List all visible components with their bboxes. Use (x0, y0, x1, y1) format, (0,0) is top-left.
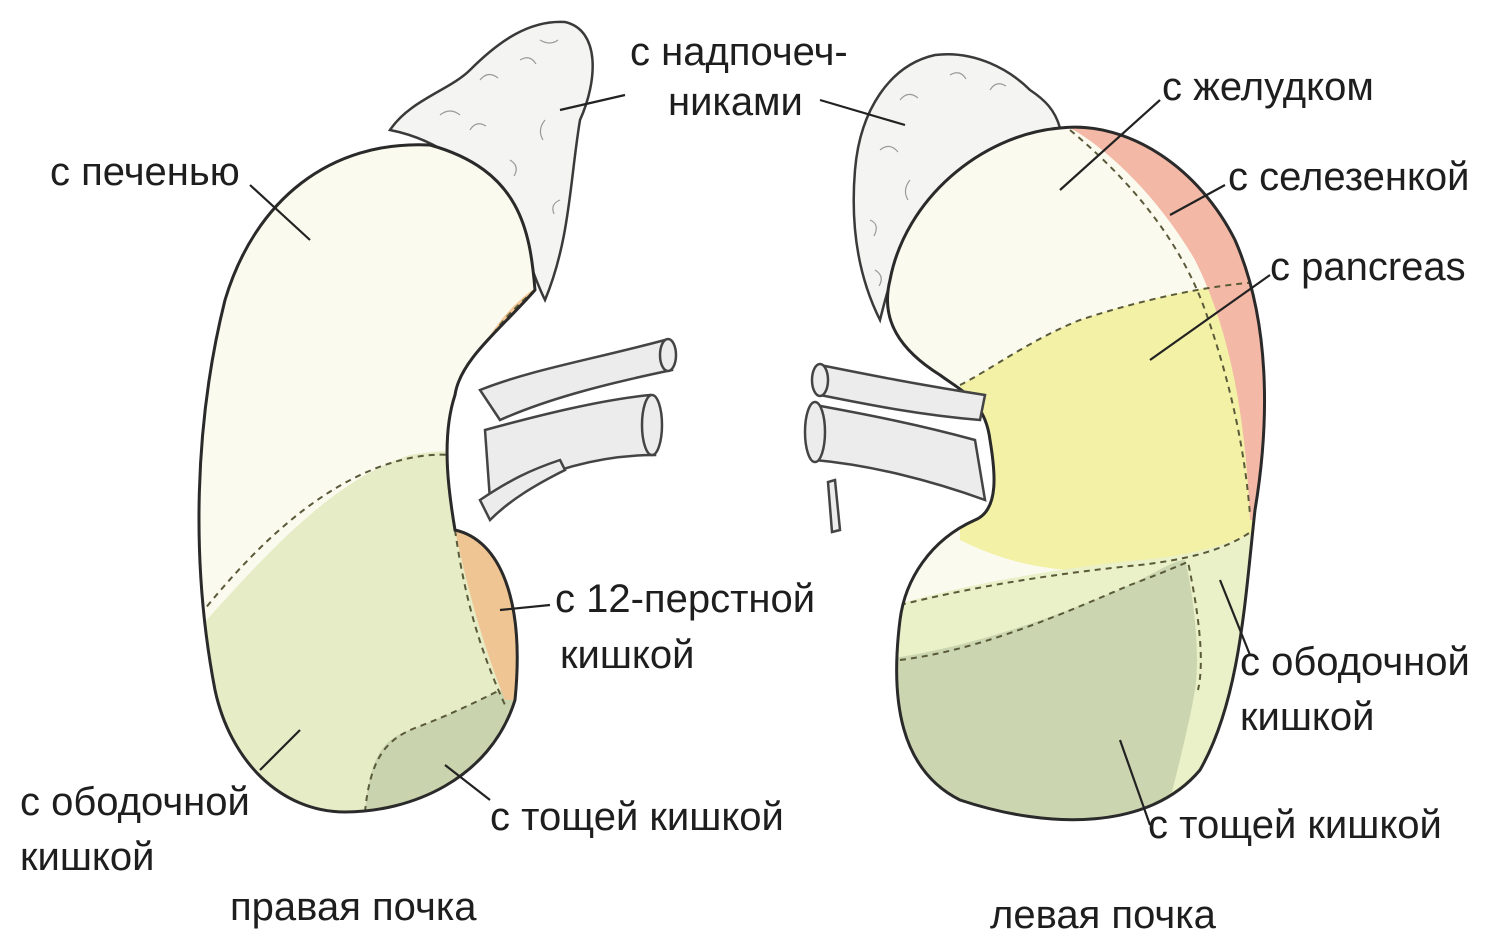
label-right-liver: с печенью (50, 150, 240, 194)
label-left-colon-line1: с ободочной (1240, 640, 1470, 684)
label-right-duodenum-line1: с 12-перстной (555, 577, 815, 621)
label-adrenal-line2: никами (668, 80, 803, 124)
label-right-colon-line2: кишкой (20, 835, 154, 879)
label-left-colon-line2: кишкой (1240, 695, 1374, 739)
label-right-duodenum-line2: кишкой (560, 633, 694, 677)
label-right-colon-line1: с ободочной (20, 780, 250, 824)
label-left-stomach: с желудком (1162, 65, 1374, 109)
label-right-kidney-title: правая почка (230, 885, 477, 929)
label-left-pancreas: с pancreas (1270, 245, 1466, 289)
label-left-jejunum: с тощей кишкой (1148, 803, 1442, 847)
label-right-jejunum: с тощей кишкой (490, 795, 784, 839)
label-adrenal-line1: с надпочеч- (630, 30, 848, 74)
left-kidney (805, 54, 1300, 850)
label-left-kidney-title: левая почка (990, 893, 1217, 934)
label-left-spleen: с селезенкой (1228, 155, 1470, 199)
right-kidney (180, 22, 676, 840)
left-ureter (828, 480, 840, 532)
